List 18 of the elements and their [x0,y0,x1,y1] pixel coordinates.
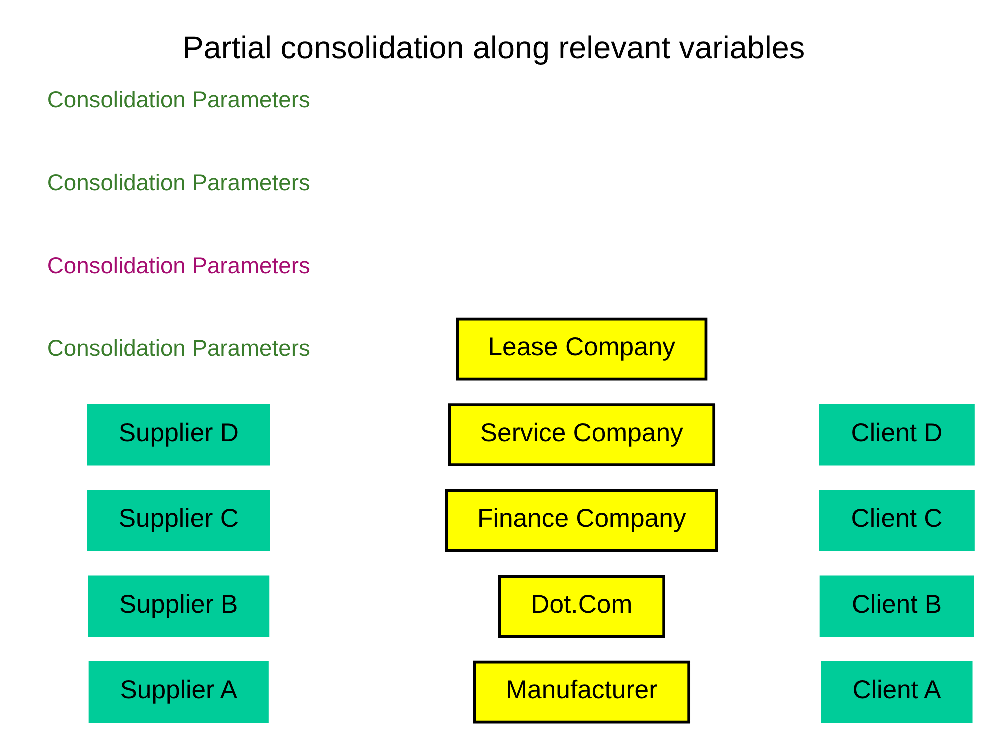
node-box: Service Company [448,404,716,466]
node-box: Lease Company [456,318,708,381]
node-box: Client B [820,576,974,638]
label: Consolidation Parameters [47,252,310,278]
node-box: Supplier C [87,490,270,552]
label: Consolidation Parameters [47,335,310,362]
node-box: Finance Company [445,489,718,552]
node-box: Manufacturer [473,660,690,724]
node-box: Supplier A [88,662,269,723]
label: Consolidation Parameters [47,169,310,196]
node-box: Supplier B [88,576,270,638]
label: Consolidation Parameters [47,86,310,112]
node-box: Supplier D [87,404,270,466]
node-box: Dot.Com [498,575,666,638]
diagram-title: Partial consolidation along relevant variables [182,30,806,66]
node-box: Client C [819,490,975,552]
node-box: Client D [819,404,975,466]
node-box: Client A [821,662,973,723]
